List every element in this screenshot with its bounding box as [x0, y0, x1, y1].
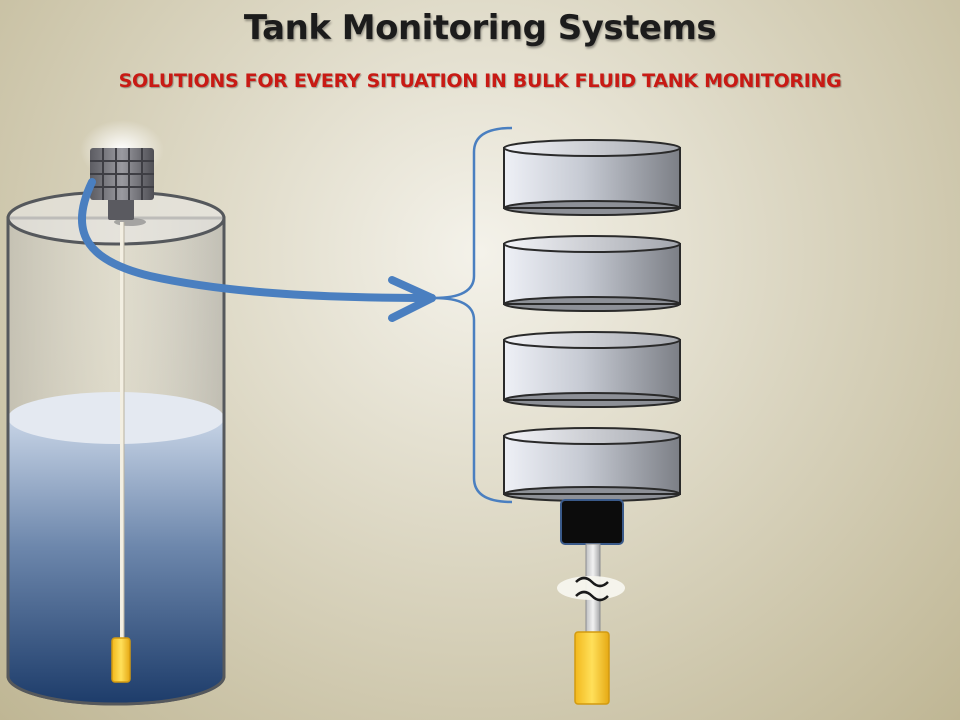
cable-break-icon	[557, 576, 625, 602]
sensor-module	[503, 427, 681, 502]
tank	[6, 190, 226, 706]
page-title: Tank Monitoring Systems	[243, 8, 717, 48]
sensor-module-stack	[503, 139, 681, 502]
sensor-module	[503, 331, 681, 408]
fluid-surface	[8, 392, 224, 444]
module-bracket	[433, 126, 513, 504]
tank-fluid	[8, 418, 224, 704]
page-subtitle: SOLUTIONS FOR EVERY SITUATION IN BULK FL…	[118, 70, 842, 92]
flow-arrow	[78, 178, 436, 302]
base-housing	[560, 499, 624, 545]
float-right	[574, 631, 610, 705]
float-left	[111, 637, 131, 683]
sensor-module	[503, 235, 681, 312]
sensor-module	[503, 139, 681, 216]
arrow-head	[388, 276, 436, 322]
